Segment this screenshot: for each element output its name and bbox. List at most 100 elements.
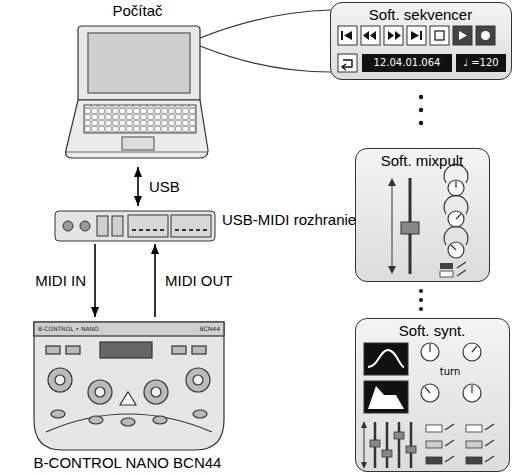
synth-panel-drawing bbox=[421, 384, 439, 402]
controller-drawing bbox=[193, 375, 203, 385]
controller-drawing bbox=[186, 368, 210, 392]
interface-drawing bbox=[171, 215, 211, 237]
synth-panel-drawing bbox=[382, 450, 392, 457]
synth-panel-drawing bbox=[426, 457, 442, 464]
panel-title: Soft. mixpult bbox=[356, 152, 488, 169]
controller-drawing bbox=[172, 346, 186, 354]
mixer-panel-drawing bbox=[457, 262, 466, 276]
laptop-drawing bbox=[66, 100, 208, 158]
mixer-panel-drawing bbox=[444, 226, 468, 245]
synth-panel-drawing bbox=[368, 386, 404, 409]
mixer-panel-drawing bbox=[355, 148, 490, 282]
synth-panel-drawing bbox=[426, 441, 442, 448]
controller-drawing bbox=[151, 387, 161, 397]
sequencer-panel-drawing bbox=[341, 31, 343, 40]
controller-drawing bbox=[89, 416, 103, 424]
synth-panel-drawing bbox=[394, 432, 404, 439]
laptop-drawing bbox=[122, 137, 154, 150]
sequencer-panel-drawing bbox=[361, 26, 380, 45]
synth-panel-drawing bbox=[426, 425, 442, 432]
synth-panel-drawing bbox=[370, 440, 380, 447]
time-display: 12.04.01.064 bbox=[362, 54, 452, 72]
synth-panel-drawing bbox=[406, 446, 416, 453]
synth-panel-drawing bbox=[425, 387, 430, 393]
controller-drawing bbox=[34, 322, 224, 336]
mixer-panel-drawing bbox=[440, 263, 453, 269]
panel-title: Soft. synt. bbox=[356, 322, 508, 339]
mixer-panel-drawing bbox=[444, 195, 468, 214]
synth-panel-drawing bbox=[386, 422, 389, 468]
synth-panel-drawing bbox=[466, 441, 482, 448]
controller-drawing bbox=[51, 410, 65, 418]
controller-drawing bbox=[95, 387, 105, 397]
continuation-dots bbox=[419, 121, 423, 125]
continuation-dots bbox=[419, 307, 423, 311]
synth-panel-drawing bbox=[364, 343, 408, 375]
edge-label: MIDI OUT bbox=[163, 272, 235, 289]
controller-drawing bbox=[46, 346, 60, 354]
laptop-drawing bbox=[66, 151, 208, 152]
synth-panel-drawing bbox=[463, 384, 481, 402]
synth-panel-drawing bbox=[355, 318, 510, 472]
laptop-drawing bbox=[66, 26, 208, 158]
laptop-drawing bbox=[78, 26, 200, 100]
node-heading: B-CONTROL NANO BCN44 bbox=[15, 454, 240, 471]
controller-drawing bbox=[46, 414, 212, 432]
controller-drawing bbox=[120, 392, 136, 405]
sequencer-panel-drawing bbox=[338, 26, 357, 45]
synth-panel-drawing bbox=[370, 432, 416, 457]
speech-bubble bbox=[200, 10, 331, 72]
interface-drawing bbox=[112, 216, 123, 236]
synth-panel-drawing bbox=[410, 422, 413, 468]
usb-midi-interface: USB-MIDI rozhranie bbox=[52, 207, 327, 243]
sequencer-panel-drawing bbox=[453, 26, 472, 45]
interface-drawing bbox=[132, 229, 207, 231]
synth-panel-drawing bbox=[429, 344, 430, 352]
edge-label: USB bbox=[147, 178, 182, 195]
controller-drawing bbox=[48, 368, 72, 392]
sequencer-panel-drawing bbox=[420, 31, 422, 40]
mixer-panel-drawing bbox=[448, 180, 464, 196]
sequencer-panel-drawing bbox=[459, 31, 467, 40]
controller-drawing bbox=[55, 375, 65, 385]
laptop-drawing bbox=[88, 33, 190, 93]
controller-drawing bbox=[34, 322, 224, 450]
interface-drawing bbox=[128, 215, 168, 237]
device-marking: BCN44 bbox=[178, 323, 220, 335]
synth-panel-drawing bbox=[463, 343, 481, 361]
controller-drawing bbox=[193, 410, 207, 418]
controller-drawing bbox=[144, 380, 168, 404]
interface-drawing bbox=[97, 216, 108, 236]
sequencer-panel-drawing bbox=[338, 26, 495, 45]
mixer-panel-drawing bbox=[444, 164, 468, 258]
sequencer-panel-drawing bbox=[388, 31, 401, 40]
interface-drawing bbox=[55, 211, 215, 241]
interface-drawing bbox=[80, 221, 90, 231]
controller-drawing bbox=[153, 416, 167, 424]
controller-drawing bbox=[192, 346, 206, 354]
knob-label: turn bbox=[433, 365, 467, 378]
mixer-panel-drawing bbox=[448, 242, 464, 258]
software-panel: Soft. sekvencer bbox=[330, 2, 512, 80]
synth-panel-drawing bbox=[471, 385, 472, 393]
speech-bubble bbox=[200, 10, 331, 38]
mixer-panel-drawing bbox=[388, 178, 396, 274]
speech-bubble bbox=[200, 46, 331, 72]
continuation-dots bbox=[419, 289, 423, 293]
sequencer-panel-drawing bbox=[407, 26, 426, 45]
sequencer-panel-drawing bbox=[411, 31, 419, 40]
device-marking: B-CONTROL • NANO bbox=[38, 323, 128, 335]
mixer-panel-drawing bbox=[401, 222, 419, 234]
midi-controller: B-CONTROL NANO BCN44 bbox=[15, 318, 240, 474]
sequencer-panel-drawing bbox=[338, 54, 357, 72]
controller-drawing bbox=[121, 418, 135, 426]
sequencer-panel-drawing bbox=[456, 54, 506, 72]
synth-panel-drawing bbox=[466, 425, 482, 432]
synth-panel-drawing bbox=[368, 350, 404, 367]
controller-drawing bbox=[100, 342, 152, 358]
signal-arrow bbox=[94, 244, 96, 317]
edge-label: MIDI IN bbox=[33, 272, 88, 289]
synth-panel-drawing bbox=[355, 318, 510, 472]
mixer-panel-drawing bbox=[448, 211, 464, 227]
